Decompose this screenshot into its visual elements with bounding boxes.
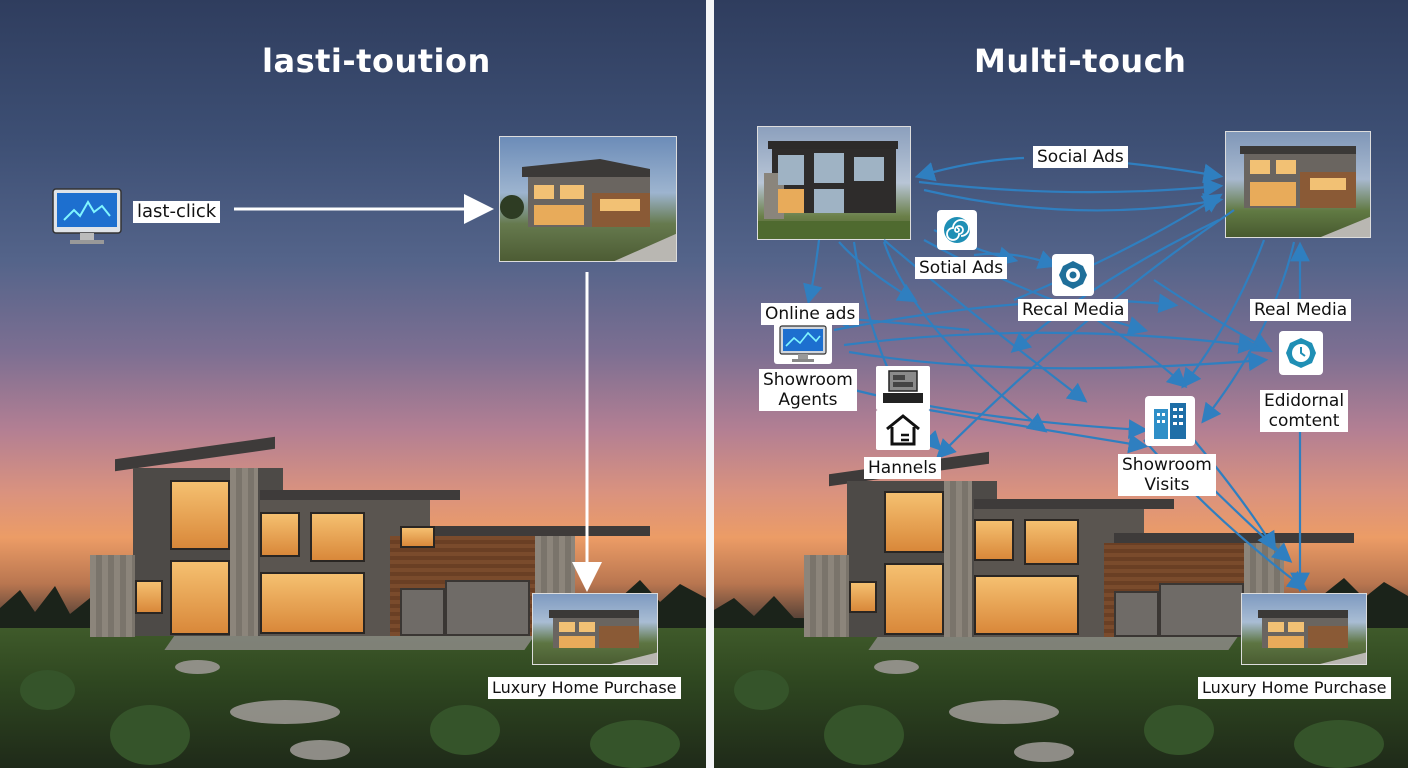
computer-monitor-icon (52, 188, 122, 246)
home-icon (876, 410, 930, 450)
real-media-label: Real Media (1250, 299, 1352, 321)
edidornal-line-1: Edidornal (1264, 391, 1345, 411)
last-click-label: last-click (133, 201, 221, 223)
recal-media-label: Recal Media (1018, 299, 1129, 321)
gear-badge-icon (1052, 254, 1094, 296)
office-building-icon (1145, 396, 1195, 446)
main-house-right (799, 451, 1359, 640)
house-photo-right (1225, 131, 1371, 238)
purchase-photo-right (1241, 593, 1367, 665)
main-house (85, 436, 655, 640)
showroom-visits-label: Showroom Visits (1118, 454, 1216, 496)
purchase-photo (532, 593, 658, 665)
sotial-ads-label: Sotial Ads (915, 257, 1008, 279)
last-touch-panel: lasti-toution last-click (0, 0, 706, 768)
house-photo-top (499, 136, 677, 262)
showroom-agents-line-2: Agents (778, 390, 838, 410)
house-photo-left (757, 126, 911, 240)
hannels-label: Hannels (864, 457, 941, 479)
clock-badge-icon (1279, 331, 1323, 375)
purchase-label-right: Luxury Home Purchase (1198, 677, 1391, 699)
showroom-visits-line-1: Showroom (1122, 455, 1212, 475)
edidornal-line-2: comtent (1268, 411, 1340, 431)
showroom-agents-label: Showroom Agents (759, 369, 857, 411)
last-touch-title: lasti-toution (262, 42, 491, 80)
spiral-icon (937, 210, 977, 250)
purchase-label-left: Luxury Home Purchase (488, 677, 681, 699)
edidornal-content-label: Edidornal comtent (1260, 390, 1349, 432)
showroom-visits-line-2: Visits (1144, 475, 1190, 495)
showroom-agents-line-1: Showroom (763, 370, 853, 390)
social-ads-label: Social Ads (1033, 146, 1128, 168)
online-ads-label: Online ads (761, 303, 860, 325)
panel-divider (706, 0, 714, 768)
multi-touch-panel: Multi-touch (714, 0, 1408, 768)
computer-monitor-icon (774, 322, 832, 364)
server-rack-icon (876, 366, 930, 410)
multi-touch-title: Multi-touch (974, 42, 1187, 80)
